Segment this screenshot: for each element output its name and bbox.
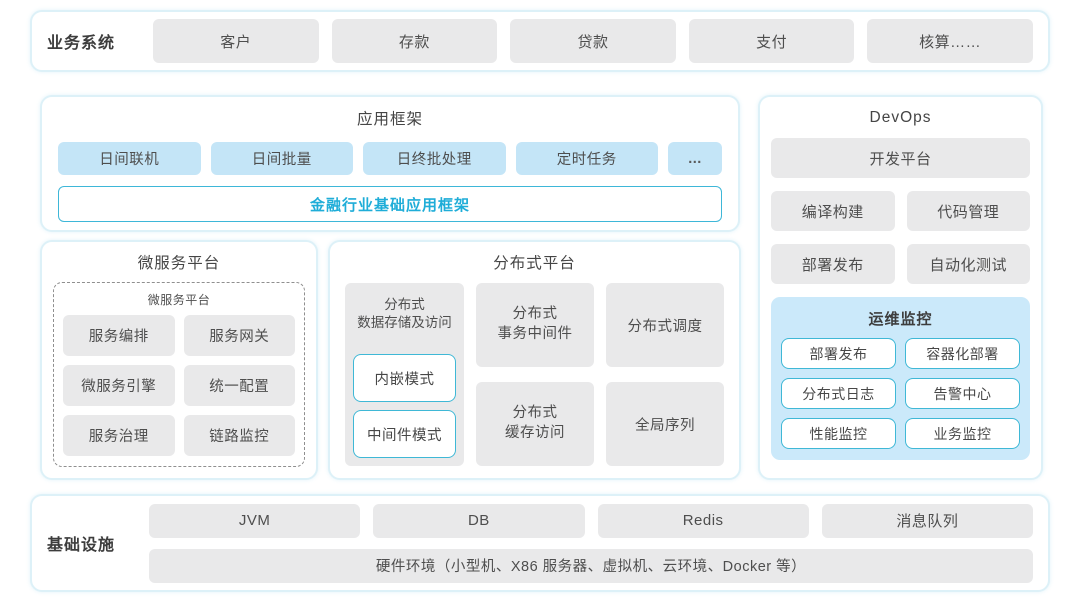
distributed-content: 分布式 数据存储及访问 内嵌模式 中间件模式 分布式 事务中间件 分布式 缓存访…	[345, 283, 724, 466]
distributed-title: 分布式平台	[493, 255, 576, 272]
business-systems-panel: 业务系统 客户 存款 贷款 支付 核算……	[30, 10, 1050, 72]
devops-row-2: 部署发布 自动化测试	[771, 244, 1030, 284]
box-alert-center: 告警中心	[905, 378, 1020, 409]
infrastructure-row: JVM DB Redis 消息队列	[149, 503, 1033, 538]
microservices-panel: 微服务平台 微服务平台 服务编排 服务网关 微服务引擎 统一配置 服务治理 链路…	[40, 240, 318, 480]
box-compile-build: 编译构建	[771, 191, 895, 231]
box-daytime-batch: 日间批量	[210, 142, 353, 175]
ops-monitoring-title: 运维监控	[868, 311, 933, 328]
box-daytime-online: 日间联机	[58, 142, 201, 175]
infrastructure-items: JVM DB Redis 消息队列 硬件环境（小型机、X86 服务器、虚拟机、云…	[149, 503, 1033, 583]
app-framework-panel: 应用框架 日间联机 日间批量 日终批处理 定时任务 ... 金融行业基础应用框架	[40, 95, 740, 232]
box-distributed-log: 分布式日志	[781, 378, 896, 409]
distributed-storage-label: 分布式 数据存储及访问	[357, 297, 452, 331]
box-loan: 贷款	[510, 19, 676, 63]
box-redis: Redis	[597, 503, 809, 538]
business-systems-items: 客户 存款 贷款 支付 核算……	[153, 19, 1033, 63]
box-automated-testing: 自动化测试	[906, 244, 1030, 284]
box-eod-batch: 日终批处理	[363, 142, 506, 175]
box-unified-config: 统一配置	[183, 365, 295, 406]
infrastructure-panel: 基础设施 JVM DB Redis 消息队列 硬件环境（小型机、X86 服务器、…	[30, 494, 1050, 592]
box-distributed-cache-access: 分布式 缓存访问	[476, 382, 594, 466]
box-ellipsis: ...	[668, 142, 722, 175]
ops-monitoring-items: 部署发布 容器化部署 分布式日志 告警中心 性能监控 业务监控	[781, 338, 1020, 449]
box-deploy-release: 部署发布	[771, 244, 895, 284]
microservices-items: 服务编排 服务网关 微服务引擎 统一配置 服务治理 链路监控	[63, 315, 295, 456]
distributed-panel: 分布式平台 分布式 数据存储及访问 内嵌模式 中间件模式 分布式 事务中间件 分…	[328, 240, 741, 480]
box-middleware-mode: 中间件模式	[353, 410, 456, 458]
box-accounting-etc: 核算……	[867, 19, 1033, 63]
ops-monitoring-panel: 运维监控 部署发布 容器化部署 分布式日志 告警中心 性能监控 业务监控	[771, 297, 1030, 460]
box-dev-platform: 开发平台	[771, 138, 1030, 178]
box-scheduled-task: 定时任务	[515, 142, 658, 175]
distributed-right-column: 分布式调度 全局序列	[606, 283, 724, 466]
box-jvm: JVM	[149, 503, 361, 538]
box-business-monitoring: 业务监控	[905, 418, 1020, 449]
app-framework-title: 应用框架	[356, 111, 423, 128]
infrastructure-label: 基础设施	[47, 537, 116, 554]
box-distributed-scheduling: 分布式调度	[606, 283, 724, 367]
box-hardware-environment: 硬件环境（小型机、X86 服务器、虚拟机、云环境、Docker 等）	[149, 548, 1033, 583]
microservices-inner-title: 微服务平台	[147, 293, 211, 307]
box-distributed-storage-access: 分布式 数据存储及访问 内嵌模式 中间件模式	[345, 283, 464, 466]
box-embedded-mode: 内嵌模式	[353, 354, 456, 402]
devops-row-1: 编译构建 代码管理	[771, 191, 1030, 231]
box-global-sequence: 全局序列	[606, 382, 724, 466]
box-service-gateway: 服务网关	[183, 315, 295, 356]
box-finance-base-framework: 金融行业基础应用框架	[58, 186, 722, 222]
distributed-middle-column: 分布式 事务中间件 分布式 缓存访问	[476, 283, 594, 466]
box-payment: 支付	[688, 19, 855, 63]
business-systems-label: 业务系统	[47, 35, 116, 52]
box-distributed-transaction-middleware: 分布式 事务中间件	[476, 283, 594, 367]
box-service-orchestration: 服务编排	[63, 315, 175, 356]
box-monitor-deploy-release: 部署发布	[781, 338, 896, 369]
box-customer: 客户	[153, 19, 319, 63]
box-service-governance: 服务治理	[63, 415, 175, 456]
box-db: DB	[373, 503, 585, 538]
box-deposit: 存款	[331, 19, 498, 63]
box-containerized-deploy: 容器化部署	[905, 338, 1020, 369]
devops-title: DevOps	[869, 109, 932, 126]
microservices-title: 微服务平台	[137, 255, 221, 272]
box-message-queue: 消息队列	[821, 503, 1033, 538]
microservices-inner-box: 微服务平台 服务编排 服务网关 微服务引擎 统一配置 服务治理 链路监控	[53, 282, 305, 467]
box-performance-monitoring: 性能监控	[781, 418, 896, 449]
app-framework-items: 日间联机 日间批量 日终批处理 定时任务 ...	[58, 142, 722, 175]
devops-panel: DevOps 开发平台 编译构建 代码管理 部署发布 自动化测试 运维监控 部署…	[758, 95, 1043, 480]
box-trace-monitoring: 链路监控	[183, 415, 295, 456]
box-code-management: 代码管理	[906, 191, 1030, 231]
box-microservice-engine: 微服务引擎	[63, 365, 175, 406]
